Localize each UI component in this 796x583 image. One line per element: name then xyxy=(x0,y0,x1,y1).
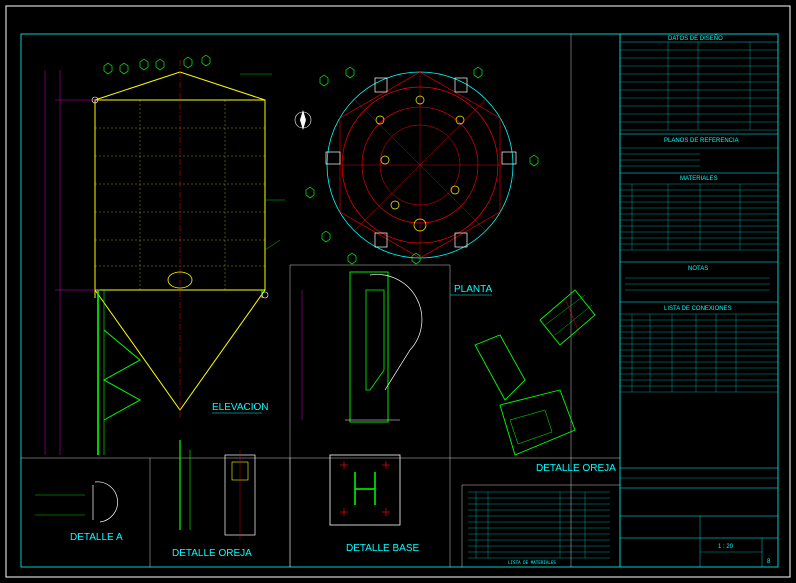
title-block: DATOS DE DISEÑO PLANOS DE REFERENCIA MAT… xyxy=(620,35,778,567)
lista-materiales-table: LISTA DE MATERIALES xyxy=(468,491,610,565)
materiales-header: MATERIALES xyxy=(680,176,718,182)
detalle-base-title: DETALLE BASE xyxy=(346,543,420,554)
lista-materiales-caption: LISTA DE MATERIALES xyxy=(508,560,556,565)
elevacion-view: ELEVACION xyxy=(44,54,285,455)
detalle-base-view: DETALLE BASE xyxy=(329,454,420,554)
detalle-a-view: DETALLE A xyxy=(35,481,123,543)
north-arrow-icon xyxy=(294,110,312,130)
sheet-number: 8 xyxy=(767,559,771,565)
detalle-oreja-left-view: DETALLE OREJA xyxy=(172,440,256,559)
planta-view: PLANTA xyxy=(294,66,539,296)
detalle-oreja-right-title: DETALLE OREJA xyxy=(536,463,616,474)
notas-header: NOTAS xyxy=(688,266,708,272)
lista-conexiones-header: LISTA DE CONEXIONES xyxy=(664,306,732,312)
planta-title: PLANTA xyxy=(454,284,492,295)
datos-header: DATOS DE DISEÑO xyxy=(668,35,723,42)
detalle-middle-view xyxy=(301,271,423,423)
planos-header: PLANOS DE REFERENCIA xyxy=(664,138,739,144)
detalle-a-title: DETALLE A xyxy=(70,532,123,543)
inner-frame xyxy=(20,33,779,568)
outer-border xyxy=(5,5,791,578)
detalle-oreja-left-title: DETALLE OREJA xyxy=(172,548,252,559)
elevacion-title: ELEVACION xyxy=(212,402,269,413)
escala-value: 1 : 20 xyxy=(718,544,734,550)
detalle-oreja-right-view: DETALLE OREJA xyxy=(474,289,616,474)
